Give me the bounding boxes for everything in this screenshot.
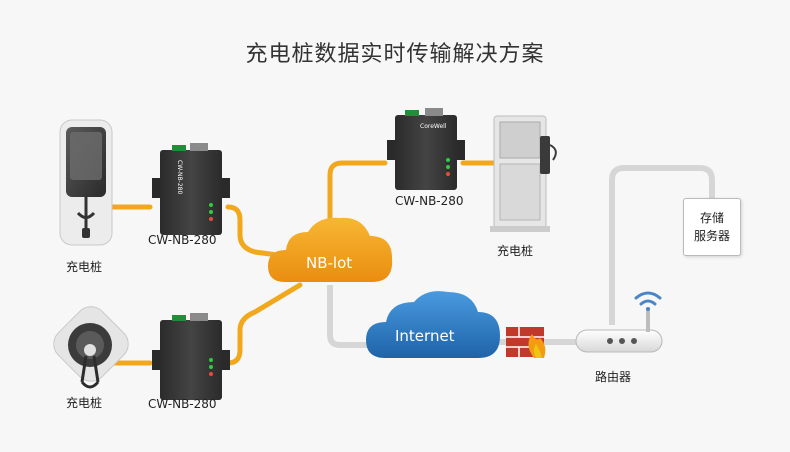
device-label-bottom: CW-NB-280	[148, 397, 217, 411]
firewall-icon	[506, 327, 546, 358]
charger-left-top	[59, 119, 113, 246]
charger-right	[490, 115, 557, 232]
dtu-device-top-center: CoreWell	[387, 108, 465, 190]
storage-server-line1: 存储	[699, 211, 724, 225]
internet-cloud	[366, 291, 500, 358]
charger-label-right: 充电桩	[497, 244, 534, 258]
storage-server: 存储 服务器	[683, 198, 741, 256]
orange-cables	[107, 160, 498, 366]
nbiot-cloud	[268, 217, 393, 282]
charger-left-bottom	[53, 306, 129, 389]
device-brand-text: CoreWell	[420, 123, 447, 130]
page-title: 充电桩数据实时传输解决方案	[245, 42, 545, 67]
device-model-text-1: CW-NB-280	[176, 160, 183, 194]
dtu-device-top-left: CW-NB-280	[152, 143, 230, 235]
dtu-device-bottom	[152, 313, 230, 400]
charger-label-left-bottom: 充电桩	[66, 396, 103, 410]
nbiot-cloud-label: NB-lot	[306, 254, 353, 272]
router-label: 路由器	[595, 370, 632, 384]
charger-label-left-top: 充电桩	[66, 260, 103, 274]
device-label-top-center: CW-NB-280	[395, 194, 464, 208]
device-label-top-left: CW-NB-280	[148, 233, 217, 247]
storage-server-line2: 服务器	[693, 229, 730, 243]
wifi-icon	[634, 291, 662, 311]
router	[575, 308, 663, 353]
internet-cloud-label: Internet	[395, 327, 455, 345]
